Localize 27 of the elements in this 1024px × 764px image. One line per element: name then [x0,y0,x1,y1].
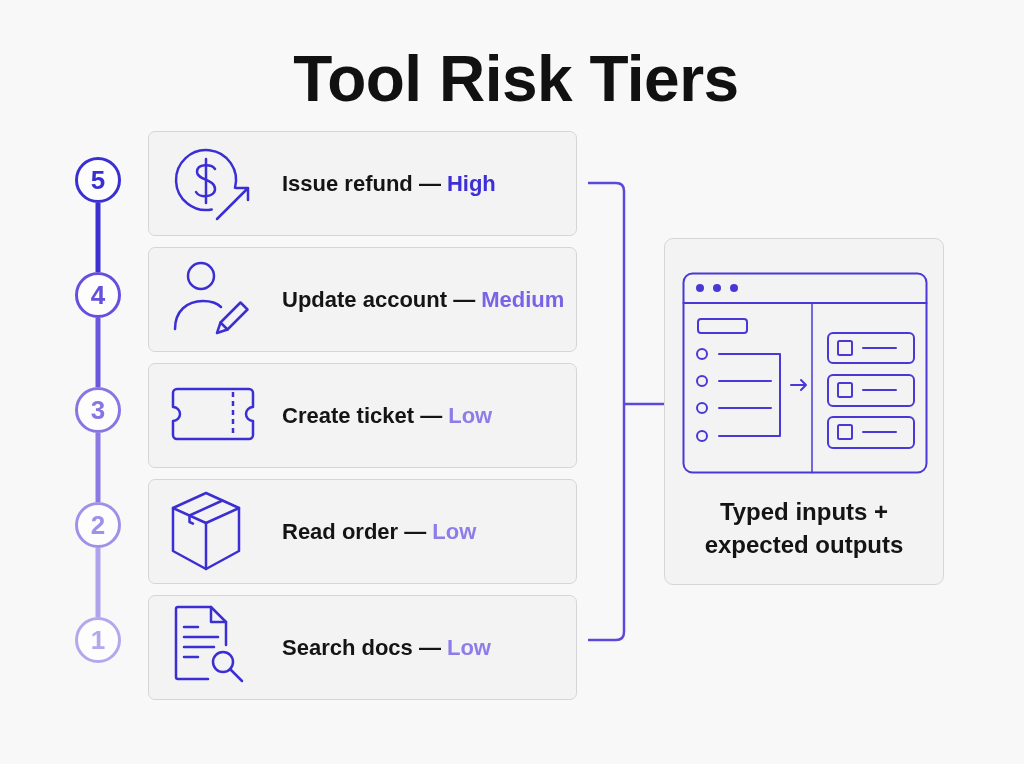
tool-card [148,131,577,236]
tier-number-circle: 1 [75,617,121,663]
timeline-connector [95,203,101,272]
tool-card [148,595,577,700]
tool-name: Issue refund — [282,170,441,197]
tool-name: Read order — [282,518,427,545]
risk-level: Low [448,402,493,429]
tier-number-circle: 5 [75,157,121,203]
tool-name: Search docs — [282,634,441,661]
risk-level: Low [432,518,477,545]
risk-level: Medium [481,286,565,313]
title: Tool Risk Tiers [292,42,740,117]
tool-card [148,247,577,352]
timeline-connector [95,548,101,617]
tool-name: Create ticket — [282,402,443,429]
tier-number-circle: 3 [75,387,121,433]
risk-level: Low [446,634,491,661]
timeline-connector [95,433,101,502]
tier-number-circle: 2 [75,502,121,548]
risk-level: High [446,170,496,197]
tool-name: Update account — [282,286,476,313]
tier-number-circle: 4 [75,272,121,318]
tool-card [148,363,577,468]
schema-card [664,238,944,585]
tool-card [148,479,577,584]
timeline-connector [95,318,101,387]
panel-caption: Typed inputs + expected outputs [703,497,905,560]
